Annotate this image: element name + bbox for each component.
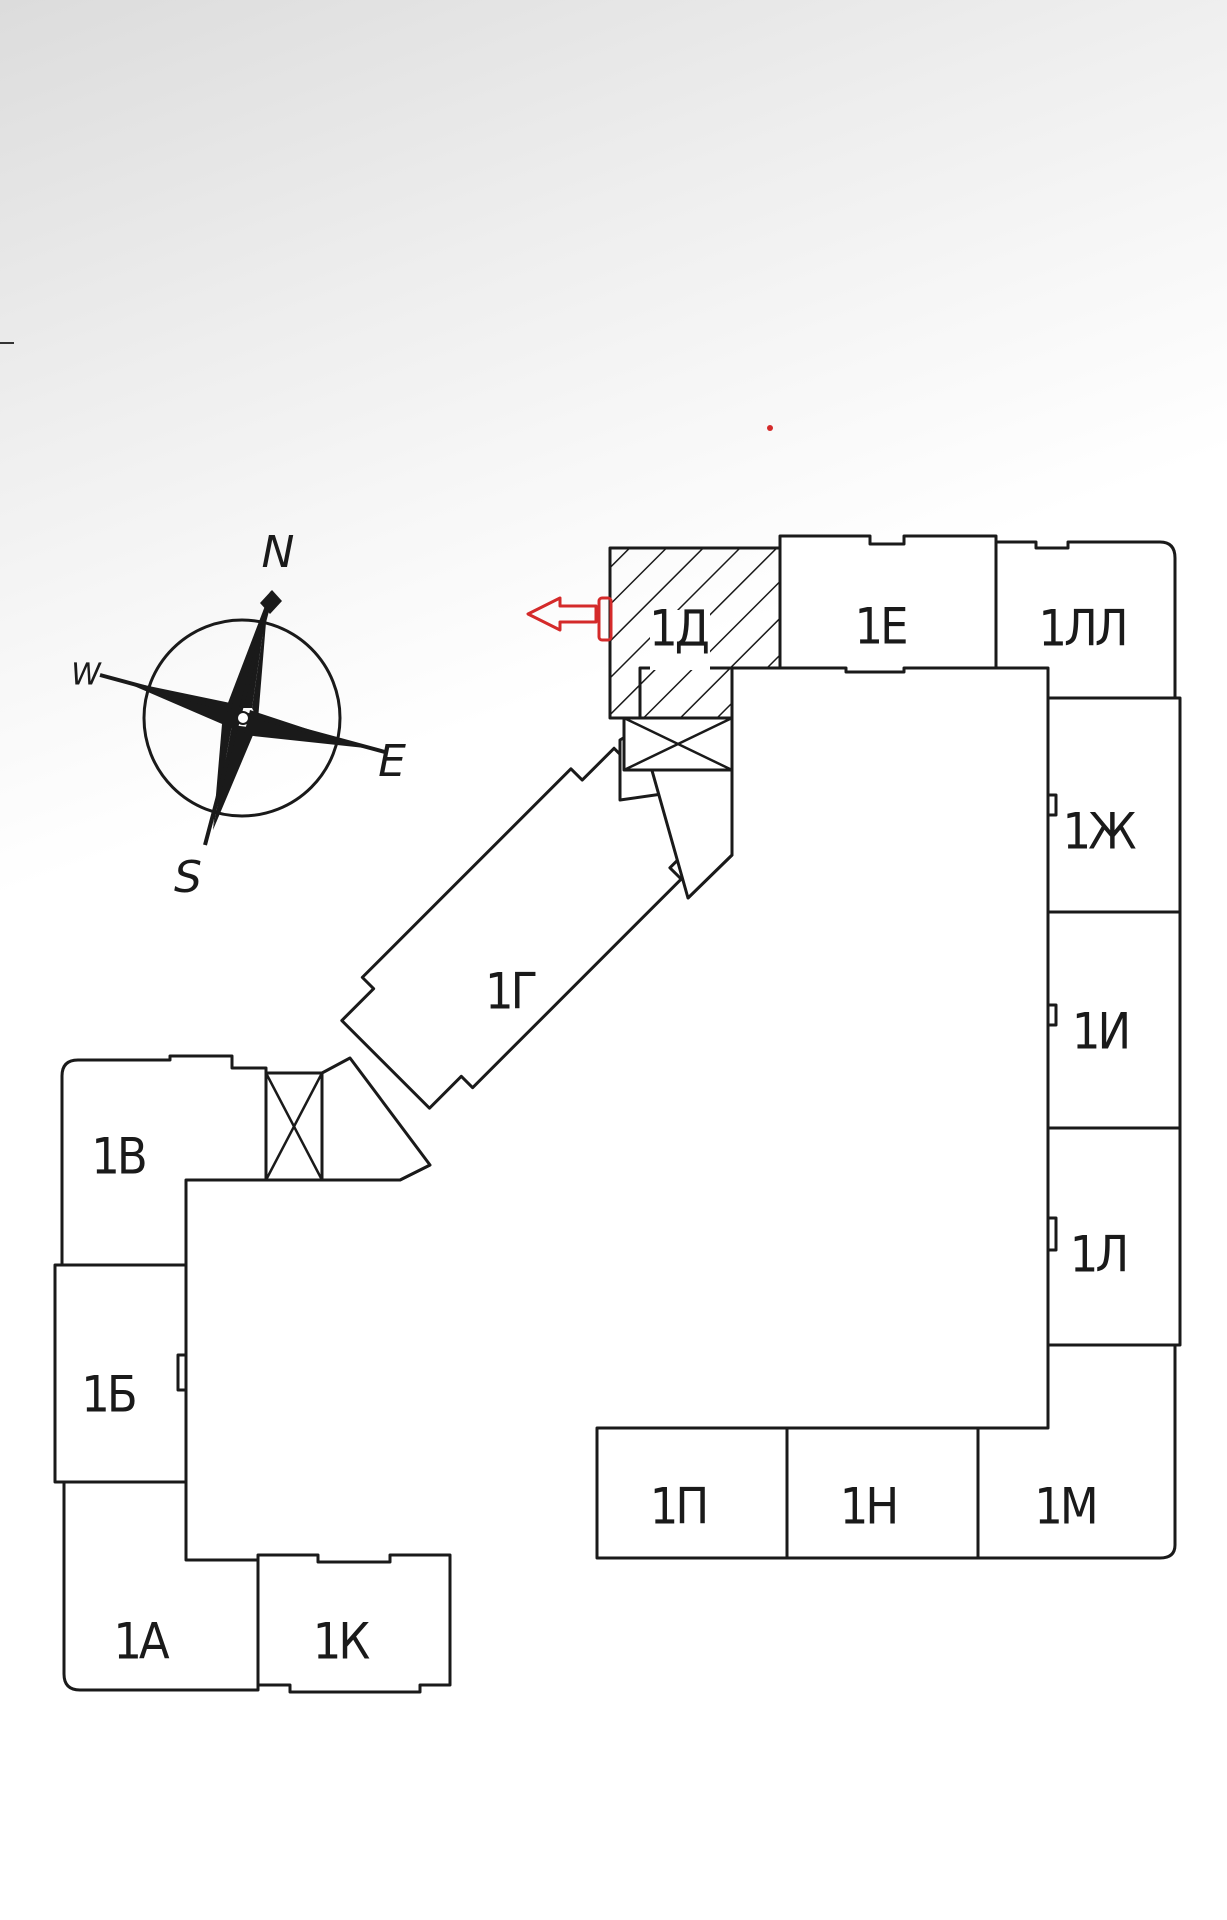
section-label-1I: 1И [1072,1003,1128,1061]
compass-north-label: N [262,527,295,578]
section-1V[interactable] [60,1054,324,1267]
compass-rose-icon [99,590,386,846]
section-1P[interactable] [595,1426,789,1560]
section-1K[interactable] [256,1553,452,1694]
section-1M[interactable] [976,1343,1177,1560]
section-label-1L: 1Л [1070,1226,1126,1284]
section-label-1N: 1Н [840,1478,896,1536]
section-label-1ZH: 1Ж [1062,803,1136,861]
red-dot-mark [767,425,773,431]
section-label-1V: 1В [91,1128,145,1186]
section-1A[interactable] [62,1480,260,1692]
section-label-1B: 1Б [81,1366,135,1424]
compass-west-label: W [71,658,102,693]
section-label-1K: 1К [313,1613,371,1671]
section-1N[interactable] [785,1426,980,1560]
entrance-arrow-icon [526,596,613,642]
section-label-1P: 1П [650,1478,706,1536]
core-1D-stair [622,716,734,772]
section-1B[interactable] [53,1263,188,1484]
compass-east-label: E [378,736,406,787]
section-label-1D: 1Д [649,600,708,658]
section-label-1A: 1А [113,1613,170,1671]
section-label-1E: 1Е [854,598,906,656]
section-label-1M: 1М [1034,1478,1095,1536]
section-label-1G: 1Г [485,963,536,1021]
section-label-1LL: 1ЛЛ [1038,600,1125,658]
compass-south-label: S [174,852,202,903]
section-1ZH[interactable] [1046,696,1182,914]
section-1I[interactable] [1046,910,1182,1130]
section-1L[interactable] [1046,1126,1182,1347]
